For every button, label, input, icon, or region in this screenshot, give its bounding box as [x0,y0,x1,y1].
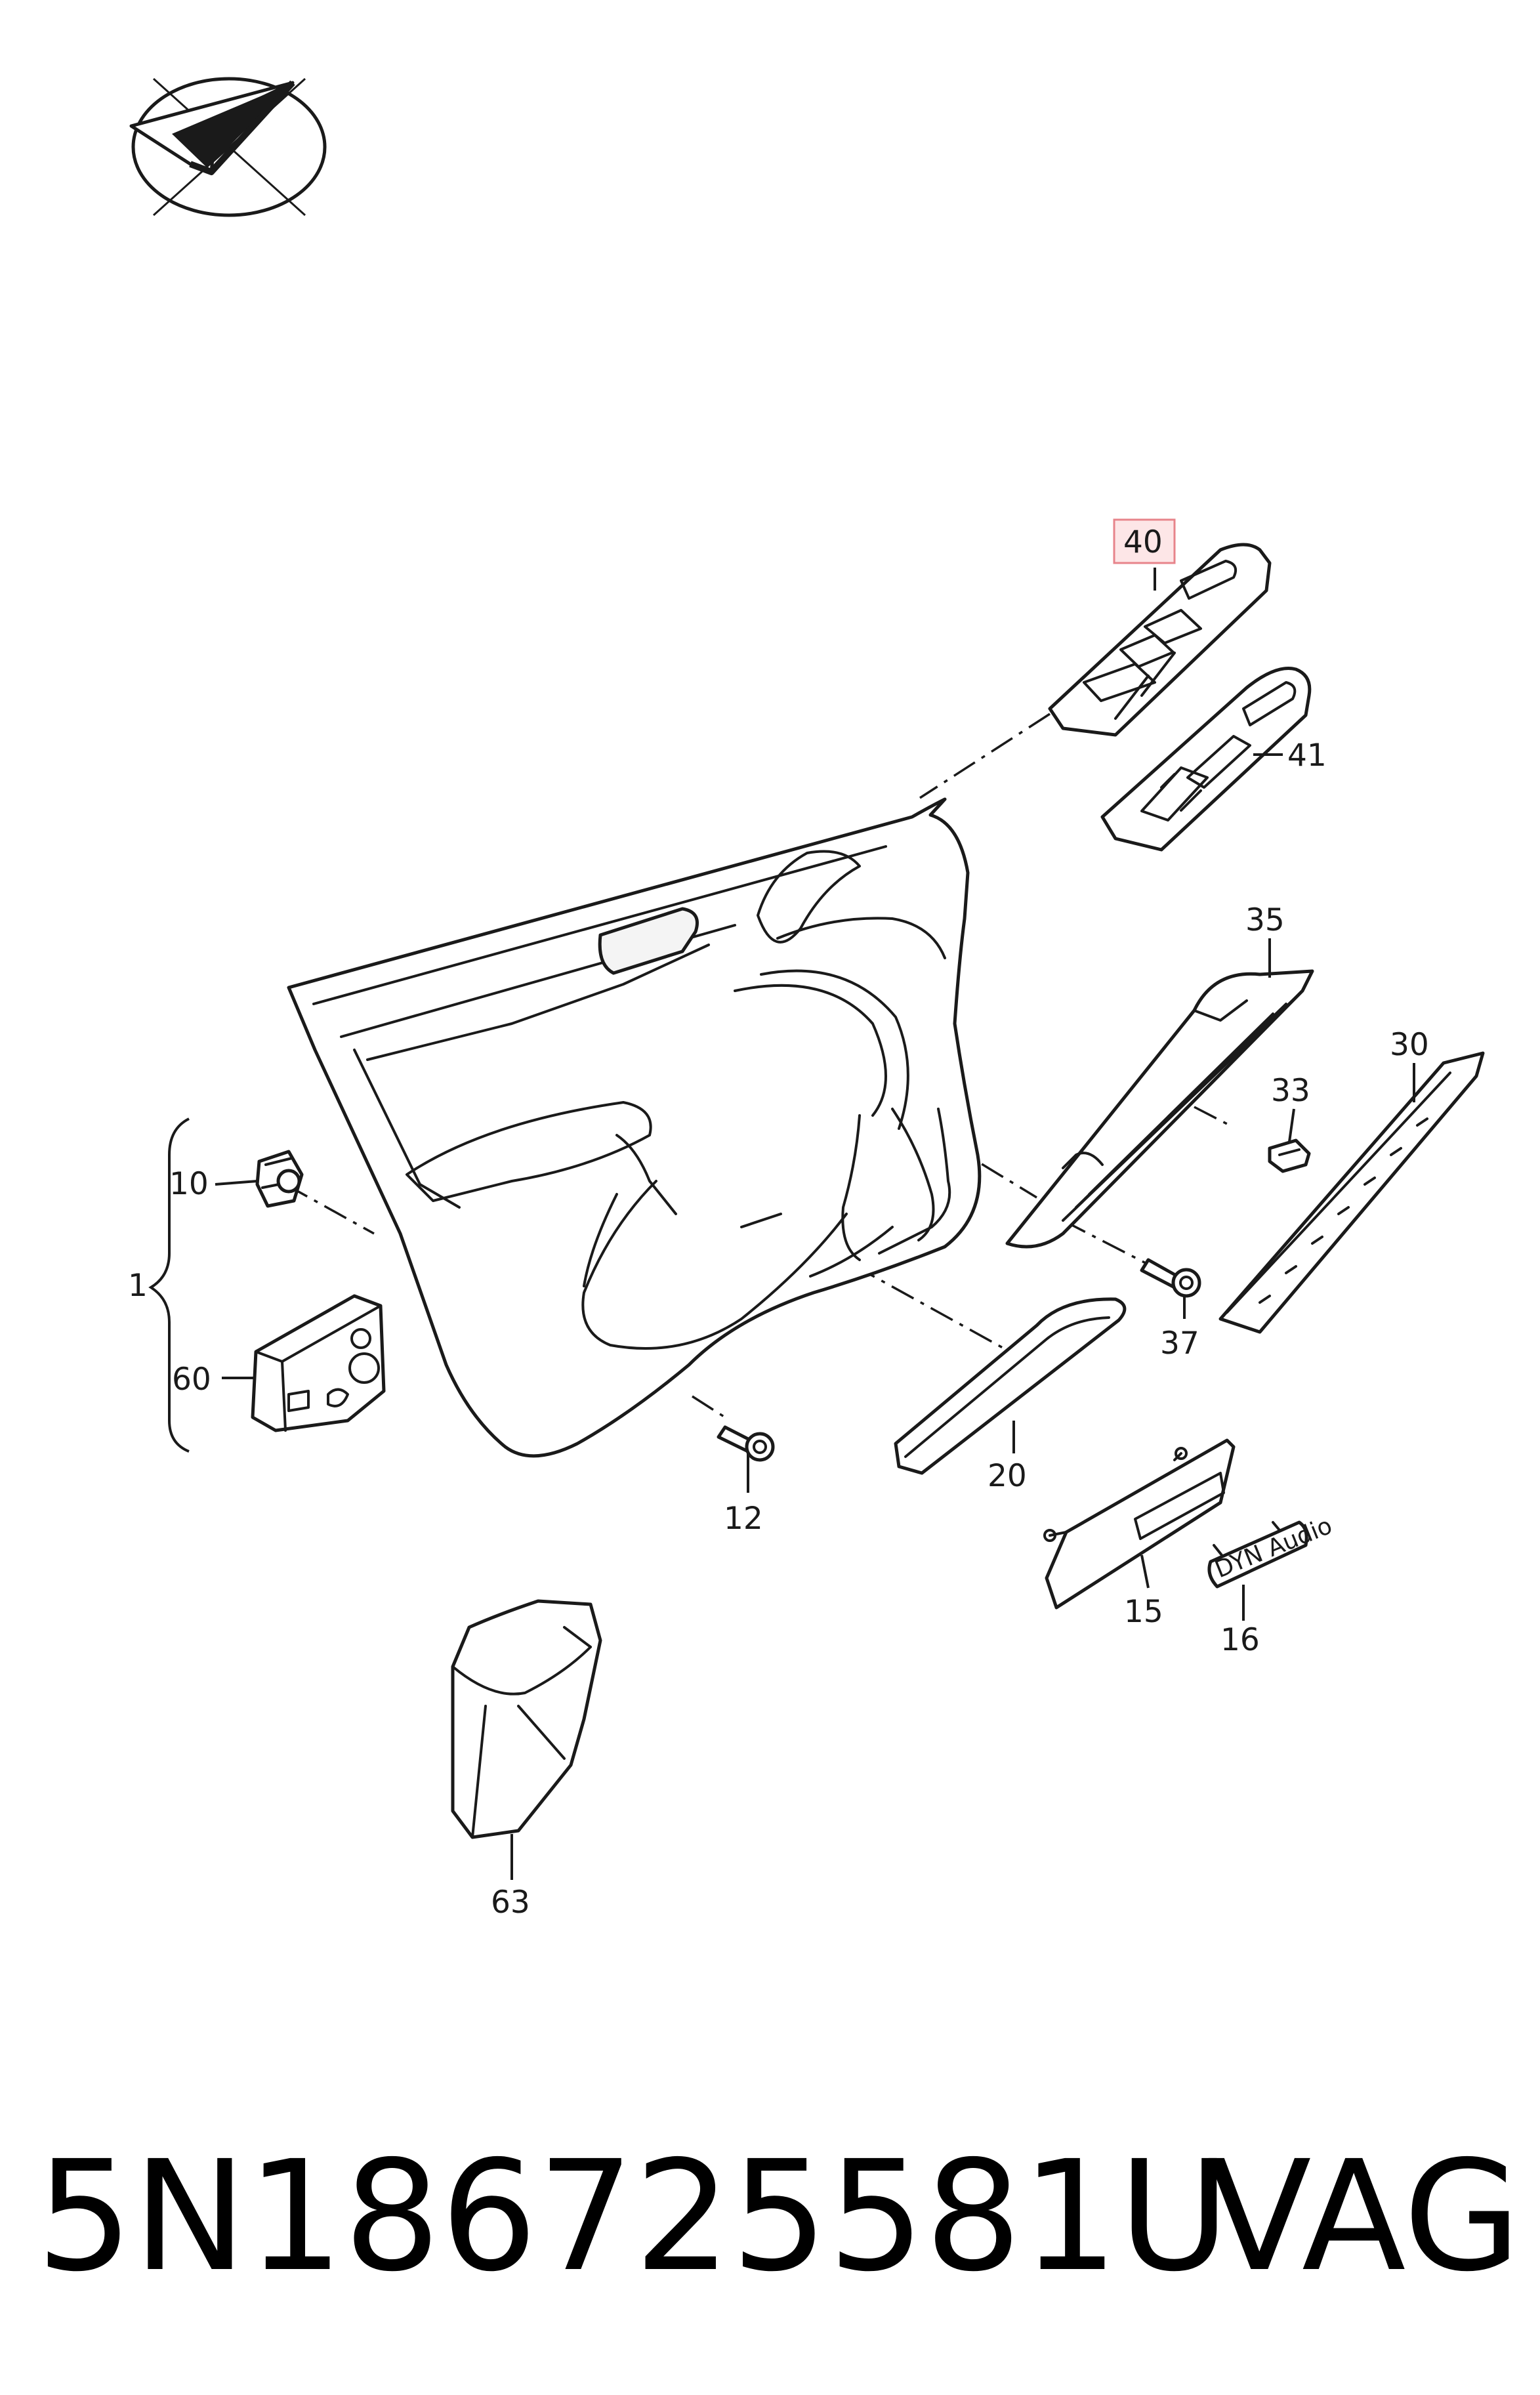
callout-12: 12 [724,1501,763,1537]
window-switch-bezel-part [1048,543,1272,737]
screw-12-part [717,1425,775,1462]
door-trim-panel [287,797,982,1458]
insulation-pad-part [451,1599,602,1839]
group-bracket [148,1117,190,1453]
trim-strip-part [1005,969,1314,1249]
callout-16: 16 [1220,1622,1260,1658]
callout-10: 10 [169,1166,209,1202]
clip-10-part [255,1150,304,1208]
leader-lines [215,568,1415,1880]
door-sill-strip-part [1218,1051,1485,1334]
window-switch-bezel-alt-part [1100,667,1312,852]
callout-labels: 1 10 60 12 40 41 35 30 33 37 20 15 16 63 [128,524,1429,1921]
callout-35: 35 [1245,902,1285,938]
callout-30: 30 [1390,1027,1429,1063]
callout-33: 33 [1271,1073,1310,1109]
callout-60: 60 [172,1362,211,1398]
callout-40: 40 [1123,524,1163,560]
clip-part [1268,1138,1311,1173]
highlight-box [1113,518,1176,564]
checkmark-plane-logo-icon [129,77,327,217]
screw-37-part [1140,1258,1201,1298]
callout-37: 37 [1160,1325,1199,1362]
callout-15: 15 [1124,1594,1163,1630]
callout-63: 63 [491,1885,530,1921]
callout-41: 41 [1287,738,1327,774]
callout-1: 1 [128,1268,148,1304]
trim-moulding-part [894,1297,1127,1475]
callout-20: 20 [988,1458,1027,1494]
speaker-cover-part [1043,1438,1236,1610]
damper-block-part [251,1294,386,1432]
dyn-audio-emblem-part: DYN Audio [1207,1512,1336,1589]
part-number: 5N186725581U [36,2128,1230,2305]
brand-label: VAG [1207,2128,1521,2305]
